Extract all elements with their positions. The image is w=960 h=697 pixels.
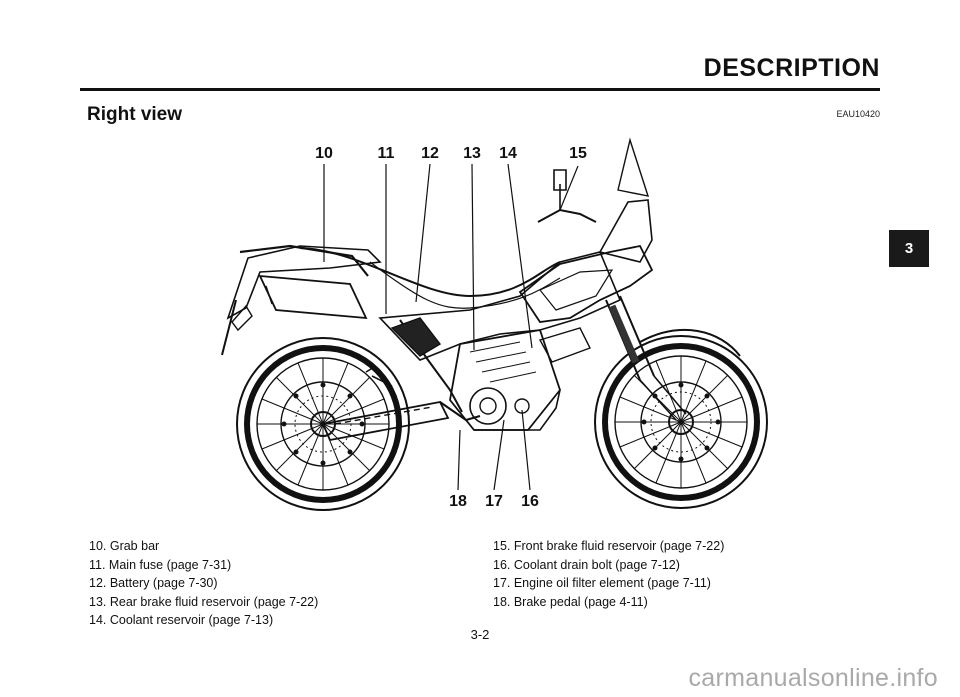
legend-item: 12. Battery (page 7-30) [89,576,218,590]
callout-12: 12 [421,145,439,162]
page-header-title: DESCRIPTION [703,54,880,82]
callout-14: 14 [499,145,517,162]
legend-left: 10. Grab bar 11. Main fuse (page 7-31) 1… [89,537,318,630]
callout-17: 17 [485,493,503,510]
legend-item: 16. Coolant drain bolt (page 7-12) [493,557,680,572]
legend-item: 14. Coolant reservoir (page 7-13) [89,613,274,627]
callout-18: 18 [449,493,467,510]
legend-right: 15. Front brake fluid reservoir (page 7-… [493,537,724,611]
callout-10: 10 [315,145,333,162]
legend-item: 13. Rear brake fluid reservoir (page 7-2… [89,594,319,609]
callout-15: 15 [569,145,587,162]
legend-item: 15. Front brake fluid reservoir (page 7-… [493,539,725,553]
legend-item: 10. Grab bar [89,539,160,553]
callout-11: 11 [377,145,395,162]
callout-13: 13 [463,145,481,162]
legend-item: 18. Brake pedal (page 4-11) [493,594,648,609]
chapter-tab[interactable]: 3 [889,230,929,267]
header-rule [80,88,880,91]
legend-item: 17. Engine oil filter element (page 7-11… [493,576,711,590]
page-number: 3-2 [470,627,490,642]
document-code: EAU10420 [836,109,880,119]
watermark: carmanualsonline.info [688,664,938,692]
front-wheel [594,335,768,509]
legend-item: 11. Main fuse (page 7-31) [89,557,232,572]
callout-16: 16 [521,493,539,510]
section-title: Right view [87,104,183,125]
